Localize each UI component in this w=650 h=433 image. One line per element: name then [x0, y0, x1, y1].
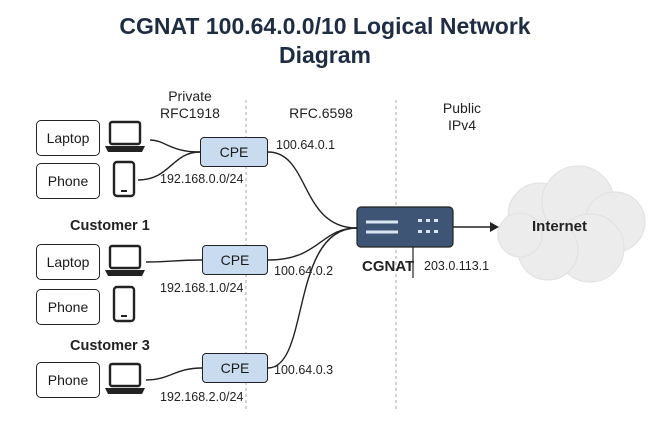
router-icon	[356, 206, 454, 248]
cloud-icon	[497, 165, 646, 283]
diagram-title: CGNAT 100.64.0.0/10 Logical Network Diag…	[0, 12, 650, 70]
zone-label-rfc6598: RFC.6598	[289, 105, 353, 121]
link-laptop-cpe-0	[149, 139, 201, 153]
device-phone-0: Phone	[36, 163, 100, 199]
zone-label-public: Public IPv4	[442, 100, 482, 133]
device-laptop-0: Laptop	[36, 120, 100, 156]
link-laptop-cpe-1	[145, 259, 203, 263]
device-laptop-1: Laptop	[36, 244, 100, 280]
title-line-2: Diagram	[278, 42, 372, 68]
subnet-label-2: 192.168.2.0/24	[160, 390, 244, 404]
link-cpe0-cgnat	[267, 151, 358, 229]
laptop-icon	[105, 120, 145, 152]
phone-icon	[112, 160, 136, 198]
customer-label-1: Customer 1	[70, 218, 150, 234]
cpe-2: CPE	[202, 353, 268, 383]
zone-label-private: Private RFC1918	[160, 88, 220, 121]
cpe-ip-label-0: 100.64.0.1	[276, 138, 336, 152]
title-line-1: CGNAT 100.64.0.0/10 Logical Network	[119, 13, 531, 39]
cpe-ip-label-2: 100.64.0.3	[274, 363, 334, 377]
cpe-0: CPE	[200, 137, 268, 167]
link-cpe1-cgnat	[267, 227, 358, 261]
laptop-icon	[105, 362, 145, 394]
subnet-label-1: 192.168.1.0/24	[160, 281, 244, 295]
device-phone-1: Phone	[36, 289, 100, 325]
link-phone-cpe-0	[137, 151, 201, 181]
customer-label-3: Customer 3	[70, 338, 150, 354]
phone-icon	[112, 285, 136, 323]
subnet-label-0: 192.168.0.0/24	[160, 172, 244, 186]
cgnat-label: CGNAT	[362, 258, 415, 275]
device-phone-2: Phone	[36, 362, 100, 398]
laptop-icon	[105, 244, 145, 276]
link-laptop-cpe-2	[145, 367, 203, 381]
arrow-head-icon	[490, 222, 499, 232]
cpe-1: CPE	[202, 245, 268, 275]
link-cpe2-cgnat	[267, 227, 358, 369]
internet-label: Internet	[532, 218, 588, 235]
public-ip-label: 203.0.113.1	[424, 259, 490, 273]
cpe-ip-label-1: 100.64.0.2	[274, 264, 334, 278]
